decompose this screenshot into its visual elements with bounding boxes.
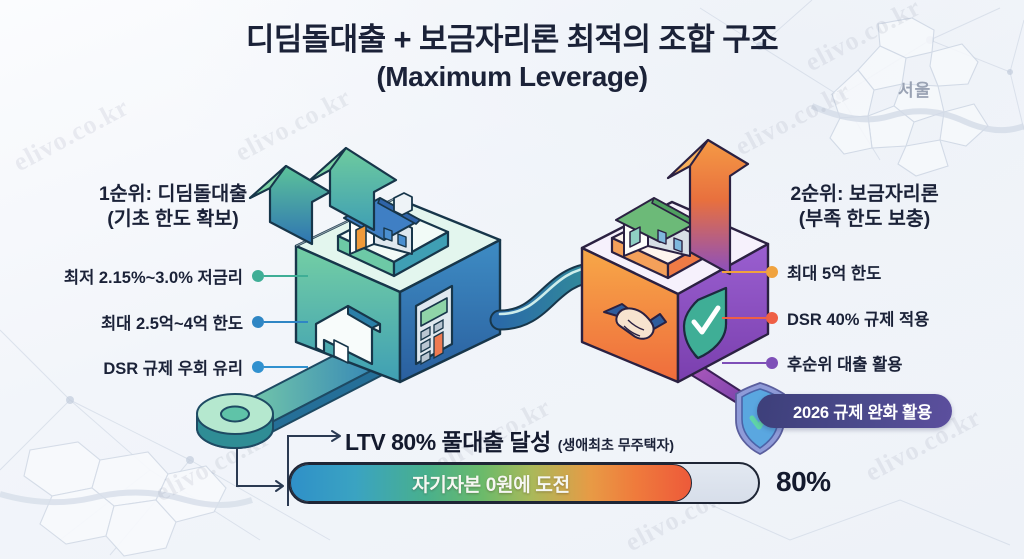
map-label-seoul: 서울	[898, 81, 932, 100]
left-bullet-0-label: 최저 2.15%~3.0% 저금리	[63, 269, 243, 287]
shield-check-icon-cube	[682, 286, 728, 360]
house-outline-icon	[314, 304, 382, 366]
bullet-connector-line	[264, 321, 308, 323]
bullet-dot-icon	[252, 316, 264, 328]
bullet-connector-line	[264, 275, 308, 277]
left-block-heading: 1순위: 디딤돌대출 (기초 한도 확보)	[58, 182, 288, 233]
right-block-heading: 2순위: 보금자리론 (부족 한도 보충)	[752, 182, 977, 233]
bullet-dot-icon	[766, 312, 778, 324]
ltv-result-line: LTV 80% 풀대출 달성 (생애최초 무주택자)	[345, 423, 674, 457]
watermark: elivo.co.kr	[8, 92, 134, 178]
left-bullet-2: DSR 규제 우회 유리	[103, 357, 308, 378]
house-3d-icon-left	[336, 192, 450, 278]
bullet-connector-line	[722, 362, 766, 364]
bullet-connector-line	[722, 317, 766, 319]
watermark: elivo.co.kr	[230, 82, 356, 168]
left-bullet-1: 최대 2.5억~4억 한도	[101, 312, 308, 333]
ltv-percent-value: 80%	[776, 466, 831, 497]
left-heading-line2: (기초 한도 확보)	[107, 208, 239, 231]
page-title: 디딤돌대출 + 보금자리론 최적의 조합 구조 (Maximum Leverag…	[0, 22, 1024, 93]
arrow-up-teal-left	[306, 146, 398, 232]
bullet-dot-icon	[252, 270, 264, 282]
bullet-dot-icon	[766, 266, 778, 278]
right-bullet-2-label: 후순위 대출 활용	[787, 356, 903, 374]
right-bullet-0: 최대 5억 한도	[722, 262, 882, 283]
bullet-connector-line	[264, 366, 308, 368]
regulation-badge: 2026 규제 완화 활용	[757, 394, 952, 428]
handshake-icon	[603, 303, 667, 340]
ltv-progress-bar: 자기자본 0원에 도전	[288, 462, 760, 504]
connector-pipe	[489, 259, 671, 331]
arrow-up-orange-purple	[666, 138, 750, 276]
right-bullet-1-label: DSR 40% 규제 적용	[787, 311, 930, 329]
house-3d-icon-right	[610, 197, 724, 280]
calculator-icon	[414, 284, 454, 366]
ltv-main-label: LTV 80% 풀대출 달성	[345, 429, 551, 455]
right-bullet-0-label: 최대 5억 한도	[787, 265, 882, 283]
progress-fill: 자기자본 0원에 도전	[290, 464, 692, 502]
progress-fill-label: 자기자본 0원에 도전	[412, 474, 570, 496]
right-heading-line2: (부족 한도 보충)	[798, 208, 931, 231]
disc-node-icon	[196, 393, 274, 449]
title-line-1: 디딤돌대출 + 보금자리론 최적의 조합 구조	[245, 22, 779, 57]
watermark: elivo.co.kr	[150, 422, 276, 508]
left-bullet-2-label: DSR 규제 우회 유리	[103, 360, 243, 378]
right-bullet-2: 후순위 대출 활용	[722, 353, 903, 374]
ltv-sub-label: (생애최초 무주택자)	[557, 437, 675, 453]
regulation-badge-label: 2026 규제 완화 활용	[793, 404, 932, 422]
title-line-2: (Maximum Leverage)	[376, 60, 648, 92]
left-heading-line1: 1순위: 디딤돌대출	[98, 183, 248, 205]
right-bullet-1: DSR 40% 규제 적용	[722, 308, 930, 329]
bullet-dot-icon	[766, 357, 778, 369]
left-bullet-1-label: 최대 2.5억~4억 한도	[101, 315, 243, 333]
left-bullet-0: 최저 2.15%~3.0% 저금리	[63, 266, 308, 287]
ramp-bar-left	[235, 341, 393, 435]
bullet-connector-line	[722, 271, 766, 273]
bullet-dot-icon	[252, 361, 264, 373]
right-heading-line1: 2순위: 보금자리론	[790, 183, 939, 205]
